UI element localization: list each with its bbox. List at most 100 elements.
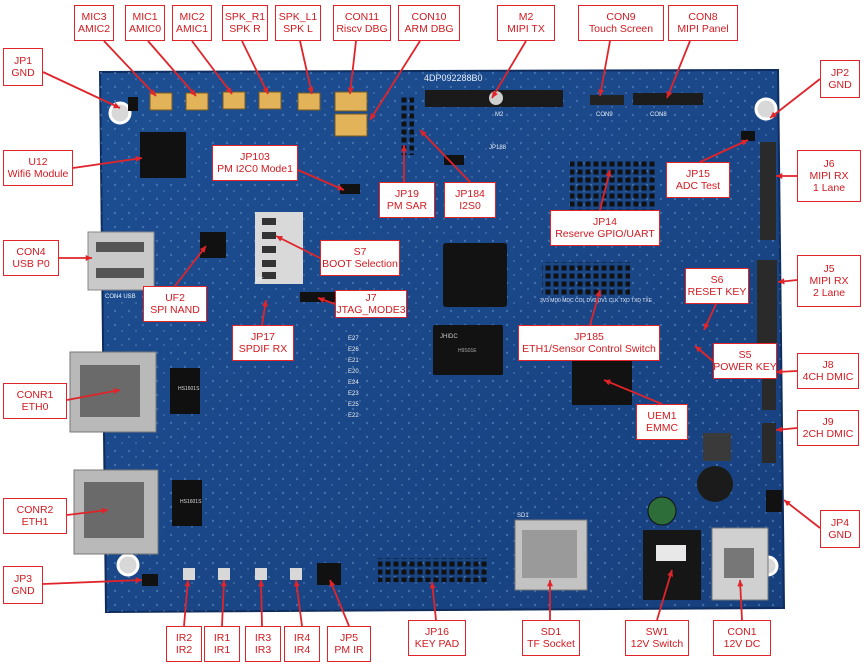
arrowhead-s7 [276, 236, 283, 242]
arrowhead-jp184 [420, 130, 427, 137]
arrowhead-spkr1 [262, 87, 268, 94]
arrow-conr2 [66, 509, 109, 516]
callout-s7-line: S7 [353, 246, 367, 258]
callout-jp16-line: JP16 [425, 626, 449, 638]
arrow-spkr1 [241, 40, 269, 95]
arrowhead-jp4 [784, 500, 791, 507]
arrow-ir1 [221, 579, 225, 627]
arrowhead-conr1 [113, 388, 120, 395]
callout-spkl1-line: SPK_L1 [278, 11, 318, 23]
callout-jp184-line: I2S0 [459, 200, 481, 212]
res-label: E22 [348, 413, 359, 419]
callout-sd1-line: SD1 [540, 626, 562, 638]
arrowhead-jp5 [329, 580, 336, 587]
callout-j5-line: 2 Lane [812, 287, 846, 299]
arrowhead-jp2 [770, 111, 777, 118]
callout-con8-line: CON8 [688, 11, 718, 23]
callout-jp15-line: JP15 [686, 168, 710, 180]
arrowhead-uem1 [604, 379, 611, 386]
callout-j9-line: 2CH DMIC [802, 428, 854, 440]
arrow-jp14 [599, 169, 611, 211]
callout-con8-line: MIPI Panel [677, 23, 729, 35]
arrowhead-jp16 [429, 582, 436, 589]
callout-sw1-line: SW1 [645, 626, 669, 638]
con8-silkscreen: CON8 [650, 112, 667, 118]
lan-mark-2: HS1601S [180, 499, 202, 505]
usb-silkscreen: CON4 USB [105, 294, 136, 300]
arrowhead-con1 [737, 580, 744, 587]
arrow-spkl1 [299, 40, 313, 95]
callout-spkr1-line: SPK_R1 [224, 11, 266, 23]
callout-con4-line: USB P0 [12, 258, 50, 270]
callout-uf2-line: SPI NAND [150, 304, 200, 316]
callout-sw1-line: 12V Switch [630, 638, 684, 650]
arrowhead-ir2 [184, 580, 191, 587]
callout-jp103-line: JP103 [240, 151, 270, 163]
callout-con1-line: CON1 [727, 626, 757, 638]
callout-j6-line: MIPI RX [809, 170, 849, 182]
callout-jp2-line: JP2 [830, 67, 850, 79]
pf-silkscreen: PF [256, 278, 264, 284]
arrowhead-mic3 [149, 89, 156, 96]
callout-s7-line: BOOT Selection [322, 258, 398, 270]
arrowhead-s5 [695, 346, 702, 353]
arrowhead-j7 [318, 297, 325, 303]
callout-jp185-line: JP185 [574, 331, 604, 343]
arrowhead-jp15 [741, 139, 748, 146]
arrow-conr1 [66, 389, 121, 401]
arrowhead-con4 [85, 254, 92, 262]
res-label: E27 [348, 336, 359, 342]
arrow-jp15 [699, 139, 749, 163]
callout-con9-line: Touch Screen [588, 23, 654, 35]
lan-mark-1: HS1601S [178, 386, 200, 392]
callout-m2-line: M2 [518, 11, 534, 23]
callout-jp19-line: PM SAR [386, 200, 428, 212]
arrowhead-j9 [776, 426, 783, 433]
arrowhead-ir1 [220, 580, 227, 587]
arrowhead-ir4 [293, 580, 300, 587]
res-label: E20 [348, 369, 359, 375]
callout-mic1-line: AMIC0 [128, 23, 162, 35]
arrowhead-ir3 [258, 580, 265, 587]
res-label: E24 [348, 380, 359, 386]
callout-conr2-line: CONR2 [16, 504, 54, 516]
callout-ir2-line: IR2 [175, 644, 193, 656]
callout-jp3-line: JP3 [13, 573, 33, 585]
callout-j6-line: 1 Lane [812, 182, 846, 194]
arrow-mic3 [103, 40, 157, 97]
callout-jp2-line: GND [828, 79, 852, 91]
jp188-silkscreen: JP188 [489, 145, 507, 151]
callout-conr1-line: ETH0 [21, 401, 49, 413]
arrow-mic2 [191, 40, 233, 95]
arrow-con11 [349, 40, 357, 95]
soc-brand-text: JHIDC [440, 334, 458, 340]
arrowhead-j6 [776, 172, 783, 180]
callout-con11-line: CON11 [344, 11, 380, 23]
callout-conr2-line: ETH1 [21, 516, 49, 528]
callout-con11-line: Riscv DBG [336, 23, 388, 35]
arrow-uem1 [603, 379, 663, 405]
arrow-con8 [666, 40, 691, 99]
